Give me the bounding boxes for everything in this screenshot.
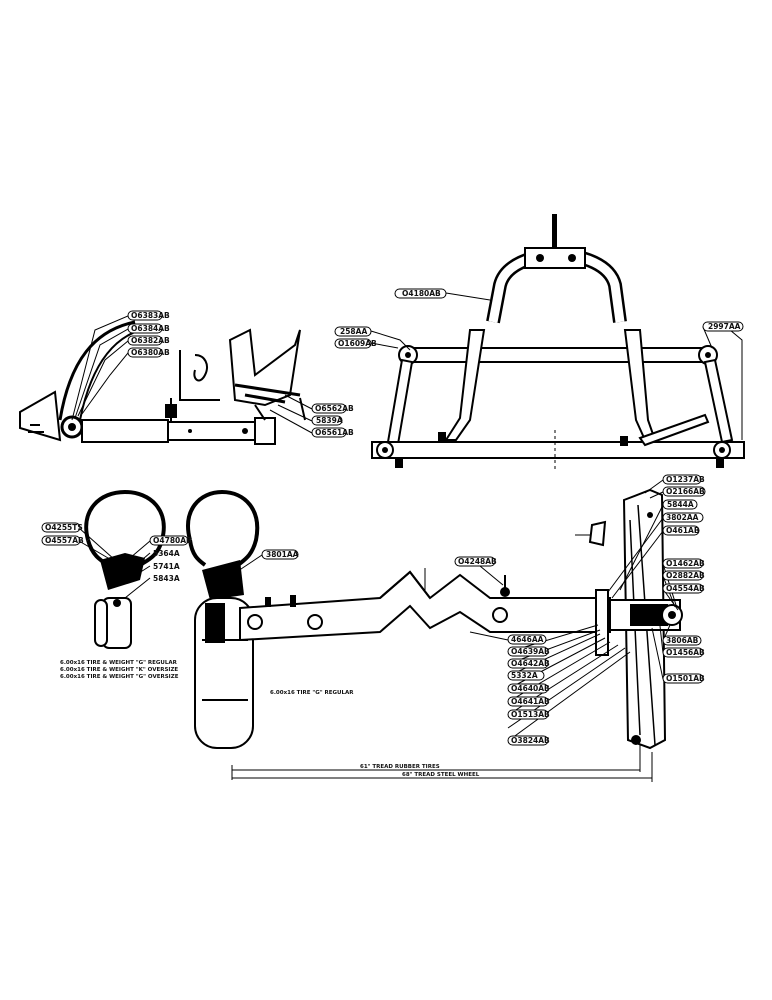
- callout-o4554ab: O4554AB: [666, 584, 705, 593]
- callout-o461ab: O461AB: [666, 526, 700, 535]
- callout-o4641ab: O4641AB: [511, 697, 550, 706]
- callouts-axle: [78, 479, 679, 742]
- callout-o1513ab: O1513AB: [511, 710, 550, 719]
- callout-o2166ab: O2166AB: [666, 487, 705, 496]
- callout-3801aa: 3801AA: [266, 550, 299, 559]
- callout-o4557ab: O4557AB: [45, 536, 84, 545]
- callout-o6383ab: O6383AB: [131, 311, 170, 320]
- callout-o2882ab: O2882AB: [666, 571, 705, 580]
- callout-o1237ab: O1237AB: [666, 475, 705, 484]
- dimension-steel-tread: 68" TREAD STEEL WHEEL: [402, 772, 480, 778]
- callout-o4180ab: O4180AB: [402, 289, 441, 298]
- tire-notes: 6.00x16 TIRE & WEIGHT "G" REGULAR 6.00x1…: [60, 660, 480, 778]
- callout-o4640ab: O4640AB: [511, 684, 550, 693]
- callout-o6562ab: O6562AB: [315, 404, 354, 413]
- callout-labels-spindle: O6383AB O6384AB O6382AB O6380AB O6562AB …: [127, 310, 354, 438]
- callout-o6561ab: O6561AB: [315, 428, 354, 437]
- tread-dimensions: [231, 745, 653, 782]
- callout-labels-axle: O4255TS O4557AB O4780AB 5364A 5741A 5843…: [41, 474, 706, 746]
- dimension-rubber-tread: 61" TREAD RUBBER TIRES: [360, 764, 440, 770]
- callout-o4248ab: O4248AB: [458, 557, 497, 566]
- callouts-spindle: [71, 315, 313, 434]
- callout-2997aa: 2997AA: [708, 322, 741, 331]
- callout-5843a: 5843A: [153, 574, 180, 583]
- tire-note-1: 6.00x16 TIRE & WEIGHT "G" REGULAR: [60, 660, 178, 666]
- callout-o6384ab: O6384AB: [131, 324, 170, 333]
- callout-258aa: 258AA: [340, 327, 367, 336]
- callout-3802aa: 3802AA: [666, 513, 699, 522]
- callout-o4642ab: O4642AB: [511, 659, 550, 668]
- callout-o4780ab: O4780AB: [153, 536, 192, 545]
- callout-o1462ab: O1462AB: [666, 559, 705, 568]
- callout-5839a: 5839A: [316, 416, 343, 425]
- callout-5741a: 5741A: [153, 562, 180, 571]
- callout-3806ab: 3806AB: [666, 636, 699, 645]
- tire-note-2: 6.00x16 TIRE & WEIGHT "K" OVERSIZE: [60, 667, 178, 673]
- callout-o6382ab: O6382AB: [131, 336, 170, 345]
- callout-o1501ab: O1501AB: [666, 674, 705, 683]
- callouts-frame: [370, 292, 743, 440]
- tire-note-3: 6.00x16 TIRE & WEIGHT "G" OVERSIZE: [60, 674, 179, 680]
- spindle-detail-view: [19, 320, 306, 445]
- callout-o4255ts: O4255TS: [45, 523, 83, 532]
- callout-o6380ab: O6380AB: [131, 348, 170, 357]
- front-axle-assembly-view: [84, 488, 683, 750]
- callout-5844a: 5844A: [667, 500, 694, 509]
- callout-5364a: 5364A: [153, 549, 180, 558]
- callout-o3824ab: O3824AB: [511, 736, 550, 745]
- callout-5332a: 5332A: [511, 671, 538, 680]
- callout-labels-frame: O4180AB 258AA O1609AB 2997AA: [334, 288, 744, 349]
- callout-o1609ab: O1609AB: [338, 339, 377, 348]
- tire-note-regular: 6.00x16 TIRE "G" REGULAR: [270, 690, 354, 696]
- callout-o4639ab: O4639AB: [511, 647, 550, 656]
- callout-o1456ab: O1456AB: [666, 648, 705, 657]
- callout-4646aa: 4646AA: [511, 635, 544, 644]
- axle-support-frame-view: [371, 214, 745, 470]
